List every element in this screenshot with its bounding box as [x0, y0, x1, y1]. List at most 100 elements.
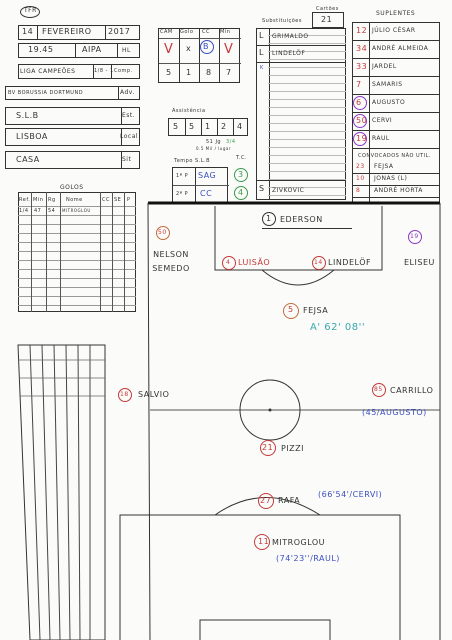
time-value: 19.45 — [28, 45, 54, 54]
cm-num: 21 — [262, 443, 274, 452]
tempo-first-tc-circle — [234, 168, 248, 182]
st1-num: 27 — [260, 496, 272, 505]
result-b-circle — [200, 40, 214, 54]
competition-label: Comp. — [114, 68, 133, 74]
dm-note: A' 62' 08'' — [310, 322, 366, 333]
lw-note: (45/AUGUSTO) — [362, 408, 427, 417]
stadium-label: Est. — [122, 112, 136, 119]
suplente-num: 33 — [356, 62, 368, 71]
subs-divider-1 — [256, 45, 346, 46]
lw-circle — [372, 383, 386, 397]
rw-circle — [118, 388, 132, 402]
lw-num: 85 — [374, 386, 383, 393]
golos-h-min: Min — [33, 197, 44, 203]
subs-tag-1: L — [259, 48, 264, 57]
golos-h-se: SE — [114, 197, 122, 203]
tempo-first-value: SAG — [198, 171, 217, 180]
result-header-golo: Golo — [180, 29, 194, 35]
cb1-num: 4 — [226, 259, 231, 266]
rb-circle — [156, 226, 170, 240]
assist-digit-0: 5 — [173, 122, 179, 131]
date-day: 14 — [22, 27, 34, 36]
suplente-num: 34 — [356, 44, 368, 53]
competition-name: LIGA CAMPEÕES — [20, 68, 76, 75]
suplente-num: 7 — [356, 80, 362, 89]
gk-num: 1 — [266, 214, 272, 223]
golos-r1-rg: 54 — [48, 208, 56, 214]
suplente-name: ANDRÉ ALMEIDA — [372, 45, 429, 52]
cards-label: Cartões — [316, 6, 339, 12]
st1-note: (66'54'/CERVI) — [318, 490, 383, 499]
result-header-min: Min — [220, 29, 231, 35]
subs-last-name: ZIVKOVIC — [272, 187, 305, 194]
subs-tag-0: L — [259, 31, 264, 40]
golos-r1-ref: 1/4 — [19, 208, 29, 214]
tempo-first-label: 1ª P — [176, 173, 189, 179]
cb2-num: 14 — [314, 259, 323, 266]
st2-name: MITROGLOU — [272, 538, 326, 547]
suplente-name: AUGUSTO — [372, 99, 406, 106]
subs-name-0: GRIMALDO — [272, 33, 309, 40]
lb-name: ELISEU — [404, 258, 435, 267]
not-used-name: JONAS (L) — [374, 175, 408, 182]
tempo-tc-label: T.C. — [236, 155, 248, 161]
subs-last-tag: S — [259, 184, 265, 193]
cb1-circle — [222, 256, 236, 270]
golos-h-ref: Ref. — [19, 197, 31, 203]
golos-h-nome: Nome — [66, 197, 83, 203]
assist-box — [168, 118, 248, 136]
golos-rules — [18, 206, 136, 312]
stadium-name: S.L.B — [16, 111, 39, 120]
assist-digit-4: 4 — [237, 122, 243, 131]
venue-name: CASA — [16, 155, 40, 164]
assist-label: Assistência — [172, 108, 206, 114]
assist-sub1: 51 Jg — [206, 139, 222, 145]
rb-name: NELSON SEMEDO — [152, 250, 190, 273]
assist-sub3: 0.5 Mil / lugar — [196, 146, 231, 151]
lw-name: CARRILLO — [390, 386, 434, 395]
subs-tag-2: K — [260, 65, 264, 71]
result-r2-3: 7 — [226, 68, 232, 77]
tempo-second-value: CC — [200, 189, 213, 198]
opponent-box — [5, 86, 140, 100]
city-box — [5, 128, 140, 146]
subs-title: Substituições — [262, 18, 302, 24]
subs-rules — [268, 28, 346, 200]
tag-circle — [20, 6, 40, 18]
cb2-circle — [312, 256, 326, 270]
not-used-name: ANDRÉ HORTA — [374, 187, 423, 194]
result-x: x — [186, 44, 192, 53]
suplente-name: JARDEL — [372, 63, 397, 70]
date-box — [18, 25, 140, 40]
st2-num: 11 — [258, 537, 270, 546]
st1-circle — [258, 493, 274, 509]
golos-h-p: P — [127, 197, 131, 203]
cards-value: 21 — [321, 15, 333, 24]
opponent-label: Adv. — [120, 89, 135, 96]
dm-name: FEJSA — [303, 306, 329, 315]
suplente-name: JÚLIO CÉSAR — [372, 27, 416, 34]
assist-digit-3: 2 — [221, 122, 227, 131]
not-used-name: FEJSA — [374, 163, 394, 170]
opponent-name: BV BORUSSIA DORTMUND — [8, 90, 84, 96]
st2-circle — [254, 534, 270, 550]
golos-title: GOLOS — [60, 184, 84, 191]
st1-name: RAFA — [278, 496, 301, 505]
subs-divider-3 — [256, 180, 346, 181]
cards-box — [312, 12, 344, 28]
rw-name: SALVIO — [138, 390, 170, 399]
gk-name: EDERSON — [280, 215, 323, 224]
not-used-num: 23 — [356, 163, 365, 170]
dm-num: 5 — [288, 305, 294, 314]
assist-sub2: 3/4 — [226, 139, 236, 145]
not-used-num: 10 — [356, 175, 365, 182]
subs-divider-2 — [256, 62, 346, 63]
result-v: V — [164, 42, 174, 57]
golos-h-rg: Rg — [48, 197, 56, 203]
assist-digit-2: 1 — [205, 122, 211, 131]
suplente-used-circle — [353, 114, 367, 128]
stadium-box — [5, 107, 140, 125]
tempo-second-tc-circle — [234, 186, 248, 200]
result-v2: V — [224, 42, 234, 57]
tempo-second-label: 2ª P — [176, 191, 189, 197]
